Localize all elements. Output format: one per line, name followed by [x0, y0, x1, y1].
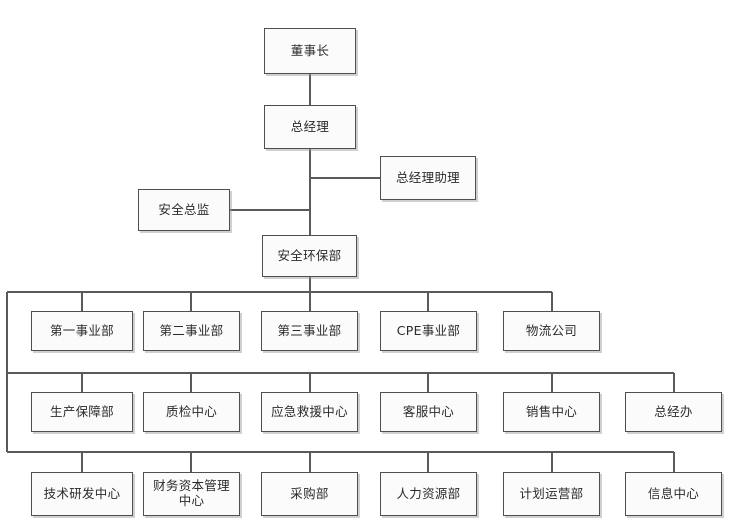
org-node-label: 总经办 [654, 403, 693, 419]
org-node-gm-assistant[interactable]: 总经理助理 [380, 156, 476, 200]
org-node-rd-center[interactable]: 技术研发中心 [31, 472, 133, 516]
org-node-qc-center[interactable]: 质检中心 [143, 392, 240, 432]
org-node-label: 销售中心 [525, 403, 578, 419]
org-node-customer-svc[interactable]: 客服中心 [380, 392, 477, 432]
org-node-label: 人力资源部 [396, 485, 461, 501]
org-node-sales-center[interactable]: 销售中心 [503, 392, 600, 432]
org-node-safety-director[interactable]: 安全总监 [138, 189, 230, 231]
org-node-label: 董事长 [290, 42, 330, 58]
org-node-label: 物流公司 [525, 322, 578, 338]
org-node-label: 总经理助理 [395, 169, 460, 185]
org-node-label: 第三事业部 [277, 322, 342, 338]
org-node-div-cpe[interactable]: CPE事业部 [380, 311, 477, 351]
org-node-label: 安全环保部 [277, 247, 342, 263]
org-node-label: 财务资本管理中心 [153, 478, 230, 508]
org-node-label: 采购部 [290, 485, 329, 501]
org-node-finance[interactable]: 财务资本管理中心 [143, 472, 240, 516]
org-node-label: 安全总监 [158, 201, 210, 217]
org-node-label: 应急救援中心 [271, 403, 348, 419]
org-node-label: 客服中心 [402, 403, 455, 419]
org-node-label: 总经理 [290, 118, 330, 134]
org-node-div-2[interactable]: 第二事业部 [143, 311, 240, 351]
org-node-label: 第一事业部 [49, 322, 114, 338]
org-node-logistics[interactable]: 物流公司 [503, 311, 600, 351]
org-node-label: CPE事业部 [396, 322, 461, 338]
org-node-safety-env-dept[interactable]: 安全环保部 [262, 235, 357, 277]
org-node-prod-support[interactable]: 生产保障部 [31, 392, 133, 432]
org-node-label: 第二事业部 [159, 322, 224, 338]
org-node-label: 质检中心 [165, 403, 218, 419]
org-node-planning[interactable]: 计划运营部 [503, 472, 600, 516]
org-node-label: 信息中心 [647, 485, 700, 501]
org-node-chairman[interactable]: 董事长 [264, 28, 356, 74]
org-node-div-1[interactable]: 第一事业部 [31, 311, 133, 351]
org-node-info-center[interactable]: 信息中心 [625, 472, 722, 516]
org-node-emergency[interactable]: 应急救援中心 [261, 392, 358, 432]
org-node-label: 计划运营部 [519, 485, 584, 501]
org-node-label: 技术研发中心 [43, 485, 121, 501]
org-node-div-3[interactable]: 第三事业部 [261, 311, 358, 351]
org-node-hr[interactable]: 人力资源部 [380, 472, 477, 516]
org-node-gm-office[interactable]: 总经办 [625, 392, 722, 432]
org-node-procurement[interactable]: 采购部 [261, 472, 358, 516]
org-node-label: 生产保障部 [49, 403, 114, 419]
org-node-general-manager[interactable]: 总经理 [264, 105, 356, 149]
